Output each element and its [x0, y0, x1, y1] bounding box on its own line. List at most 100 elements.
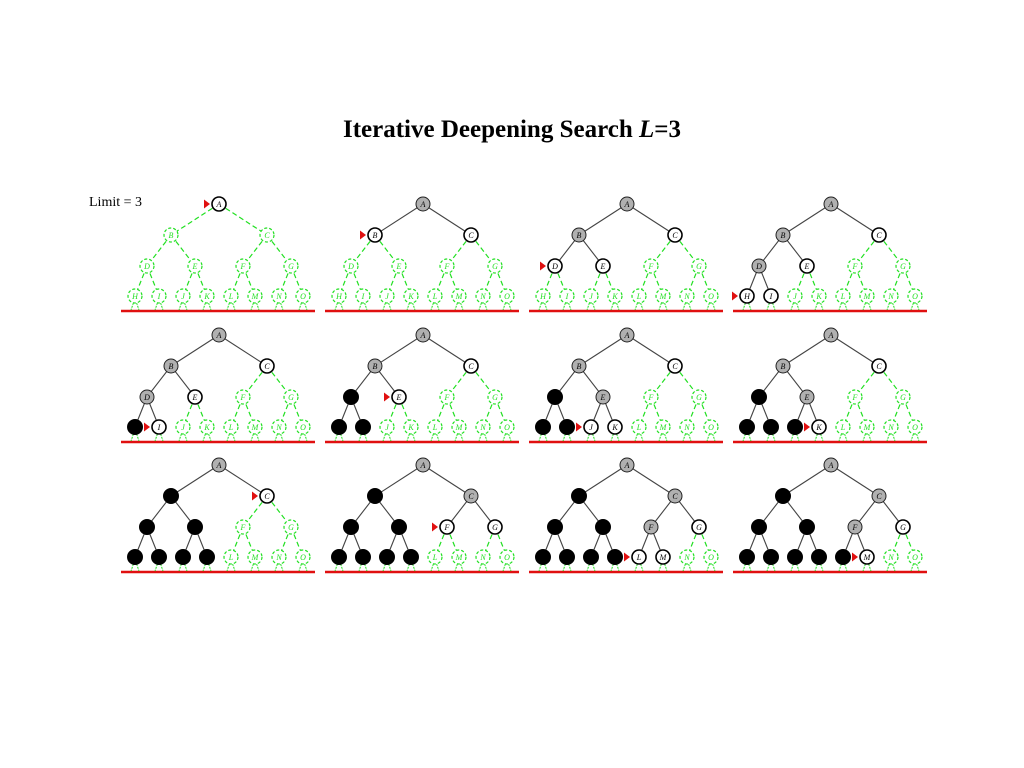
leaf-stub	[634, 433, 638, 442]
node-label: C	[264, 492, 270, 501]
tree-node-F: F	[235, 389, 251, 405]
node-label: O	[708, 553, 714, 562]
node-label: J	[181, 423, 185, 432]
leaf-stub	[280, 563, 284, 572]
leaf-stub	[682, 433, 686, 442]
tree-node-A: A	[211, 457, 227, 473]
tree-node-F: F	[439, 519, 455, 535]
tree-node-F: F	[847, 519, 863, 535]
leaf-stub	[658, 433, 662, 442]
tree-node-I	[559, 549, 575, 565]
node-label: B	[169, 362, 174, 371]
tree-node-O: O	[295, 549, 311, 565]
node-label: I	[565, 292, 569, 301]
tree-node-O: O	[703, 419, 719, 435]
leaf-stub	[208, 302, 212, 311]
tree-node-C: C	[259, 488, 275, 504]
tree-node-H	[739, 549, 755, 565]
node-label: A	[216, 200, 222, 209]
leaf-stub	[304, 302, 308, 311]
tree-edge-A-C	[218, 334, 268, 367]
node-label: O	[708, 423, 714, 432]
leaf-stub	[910, 433, 914, 442]
node-label: A	[828, 461, 834, 470]
tree-node-J: J	[379, 288, 395, 304]
node-label: N	[887, 553, 894, 562]
tree-edge-A-B	[374, 464, 424, 497]
node-label: A	[624, 200, 630, 209]
leaf-stub	[436, 302, 440, 311]
leaf-stub	[742, 563, 746, 572]
leaf-stub	[538, 563, 542, 572]
leaf-stub	[508, 433, 512, 442]
tree-node-G: G	[691, 258, 707, 274]
node-label: E	[804, 262, 810, 271]
leaf-stub	[814, 302, 818, 311]
leaf-stub	[562, 302, 566, 311]
leaf-stub	[412, 433, 416, 442]
node-label: N	[683, 292, 690, 301]
node-label: A	[624, 461, 630, 470]
leaf-stub	[460, 433, 464, 442]
tree-node-K	[607, 549, 623, 565]
tree-node-C: C	[871, 358, 887, 374]
leaf-stub	[748, 433, 752, 442]
leaf-stub	[484, 563, 488, 572]
leaf-stub	[436, 433, 440, 442]
leaf-stub	[508, 563, 512, 572]
leaf-stub	[706, 433, 710, 442]
tree-node-E: E	[799, 389, 815, 405]
tree-node-K: K	[811, 288, 827, 304]
tree-node-D	[547, 519, 563, 535]
current-node-marker-icon	[204, 199, 210, 209]
tree-edge-A-B	[578, 464, 628, 497]
node-label: K	[815, 423, 822, 432]
tree-node-N: N	[679, 549, 695, 565]
leaf-stub	[508, 302, 512, 311]
node-label: M	[659, 553, 668, 562]
tree-node-B	[775, 488, 791, 504]
node-label: A	[420, 461, 426, 470]
tree-node-C: C	[667, 227, 683, 243]
tree-node-K: K	[811, 419, 827, 435]
tree-node-H: H	[331, 288, 347, 304]
tree-node-I: I	[151, 288, 167, 304]
node-label: F	[444, 393, 450, 402]
tree-node-F: F	[847, 258, 863, 274]
leaf-stub	[910, 563, 914, 572]
leaf-stub	[460, 302, 464, 311]
tree-node-C: C	[463, 358, 479, 374]
node-label: N	[275, 292, 282, 301]
node-label: G	[288, 523, 294, 532]
tree-node-B	[367, 488, 383, 504]
leaf-stub	[358, 433, 362, 442]
leaf-stub	[502, 563, 506, 572]
tree-edge-A-C	[422, 334, 472, 367]
tree-node-M: M	[655, 419, 671, 435]
leaf-stub	[766, 302, 770, 311]
tree-node-L: L	[427, 549, 443, 565]
leaf-stub	[790, 433, 794, 442]
tree-node-K: K	[199, 288, 215, 304]
tree-node-E: E	[595, 258, 611, 274]
node-label: M	[455, 553, 464, 562]
tree-node-E: E	[187, 389, 203, 405]
leaf-stub	[772, 433, 776, 442]
node-label: D	[755, 262, 762, 271]
node-label: G	[288, 393, 294, 402]
node-label: N	[479, 292, 486, 301]
node-label: M	[863, 292, 872, 301]
tree-node-K	[199, 549, 215, 565]
tree-node-L: L	[835, 419, 851, 435]
node-label: C	[672, 362, 678, 371]
leaf-stub	[790, 563, 794, 572]
tree-node-L: L	[427, 288, 443, 304]
leaf-stub	[814, 563, 818, 572]
leaf-stub	[502, 302, 506, 311]
leaf-stub	[796, 302, 800, 311]
node-label: A	[624, 331, 630, 340]
leaf-stub	[478, 302, 482, 311]
node-label: D	[347, 262, 354, 271]
leaf-stub	[616, 302, 620, 311]
tree-node-F: F	[643, 389, 659, 405]
